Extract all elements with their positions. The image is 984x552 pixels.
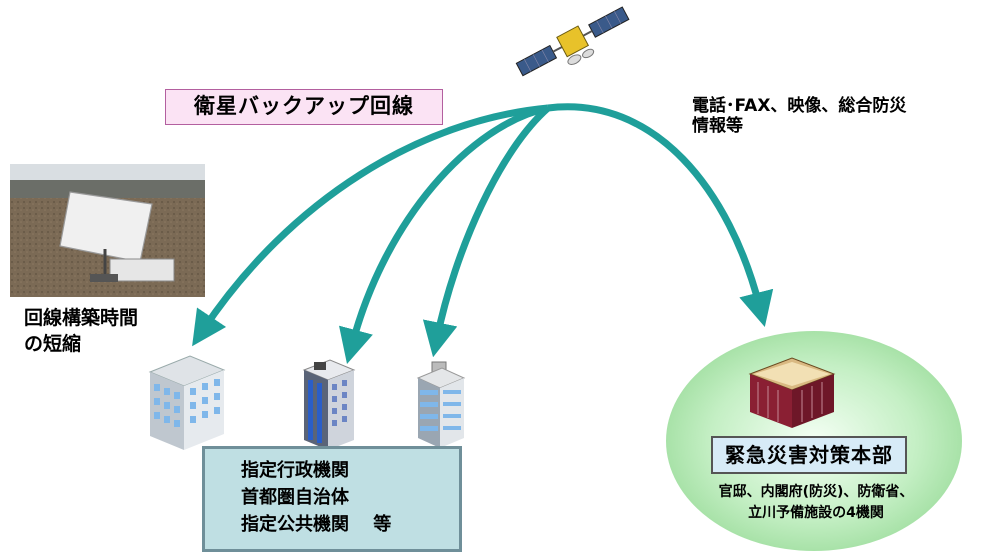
hq-members-line-2: 立川予備施設の4機関 (748, 505, 884, 521)
satellite-dish-photo (10, 164, 205, 297)
info-types-label: 電話･FAX、映像、総合防災 情報等 (692, 96, 982, 136)
construction-time-note: 回線構築時間 の短縮 (24, 305, 214, 357)
construction-note-line-2: の短縮 (24, 333, 82, 355)
arrow-to-building-3 (422, 105, 551, 358)
construction-note-line-1: 回線構築時間 (24, 307, 139, 329)
info-types-line-2: 情報等 (692, 116, 743, 136)
backup-line-label: 衛星バックアップ回線 (165, 89, 443, 125)
hq-members-line-1: 官邸、内閣府(防災)、防衛省、 (718, 484, 914, 500)
organization-item: 指定公共機関 等 (241, 514, 392, 535)
hq-title: 緊急災害対策本部 (711, 436, 907, 474)
organization-item: 首都圏自治体 (241, 487, 349, 508)
organization-item: 指定行政機関 (241, 460, 349, 481)
arrow-to-building-2 (339, 104, 549, 364)
office-building-icon (148, 355, 226, 450)
organizations-box: 指定行政機関 首都圏自治体 指定公共機関 等 (202, 446, 462, 552)
arrow-to-building-1 (192, 104, 549, 347)
satellite-icon (515, 6, 630, 77)
info-types-line-1: 電話･FAX、映像、総合防災 (692, 96, 907, 116)
office-building-icon (302, 359, 356, 450)
hq-members: 官邸、内閣府(防災)、防衛省、 立川予備施設の4機関 (666, 482, 966, 524)
arrow-to-hq (547, 103, 774, 327)
hq-building-icon (748, 357, 836, 428)
office-building-icon (416, 361, 466, 448)
